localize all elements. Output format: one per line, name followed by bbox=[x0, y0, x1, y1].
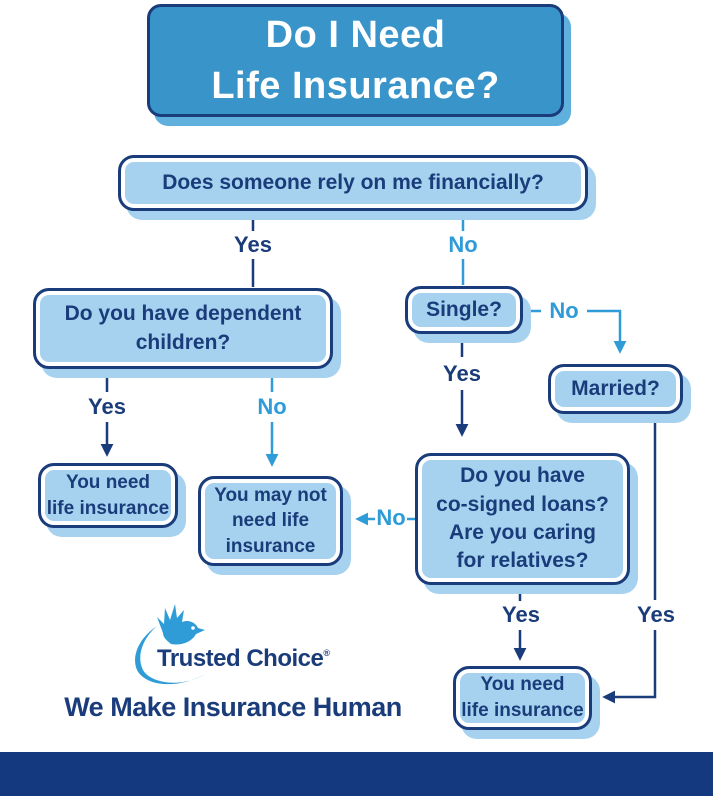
node-single-text: Single? bbox=[426, 298, 502, 321]
node-need-bottom-line2: life insurance bbox=[461, 700, 584, 721]
node-need-left-line1: You need bbox=[65, 471, 151, 493]
node-cosigned-line3: Are you caring bbox=[448, 521, 597, 544]
node-maynot-line3: insurance bbox=[225, 535, 316, 557]
node-cosigned-line1: Do you have bbox=[460, 464, 585, 488]
node-need-bottom: You need life insurance bbox=[453, 666, 592, 730]
title-line-2: Life Insurance? bbox=[211, 64, 500, 107]
node-maynot-line1: You may not bbox=[214, 484, 327, 506]
registered-trademark: ® bbox=[323, 648, 330, 658]
edge-label-cosigned-no: No bbox=[376, 505, 406, 530]
edge-label-children-no: No bbox=[257, 394, 287, 419]
node-rely-text: Does someone rely on me financially? bbox=[162, 171, 544, 194]
node-married-question: Married? bbox=[548, 364, 683, 414]
node-married-text: Married? bbox=[571, 377, 660, 400]
connector-single-no-arrow bbox=[587, 309, 627, 354]
node-rely-question: Does someone rely on me financially? bbox=[118, 155, 588, 211]
edge-label-cosigned-yes: Yes bbox=[502, 602, 540, 627]
node-children-question: Do you have dependent children? bbox=[33, 288, 333, 369]
node-cosigned-line4: for relatives? bbox=[456, 549, 589, 573]
edge-label-rely-no: No bbox=[448, 232, 478, 257]
node-need-left-line2: life insurance bbox=[46, 497, 170, 519]
node-need-bottom-line1: You need bbox=[480, 674, 565, 696]
brand-name: Trusted Choice bbox=[157, 645, 324, 672]
node-single-question: Single? bbox=[405, 286, 523, 334]
trusted-choice-wordmark: Trusted Choice® bbox=[157, 645, 330, 673]
connector-married-yes-arrow bbox=[602, 630, 657, 704]
node-cosigned-question: Do you have co-signed loans? Are you car… bbox=[415, 453, 630, 585]
title-box: Do I Need Life Insurance? bbox=[147, 4, 564, 117]
node-need-left: You need life insurance bbox=[38, 463, 178, 528]
edge-label-children-yes: Yes bbox=[88, 394, 126, 419]
node-children-line1: Do you have dependent bbox=[64, 302, 302, 326]
node-children-line2: children? bbox=[135, 330, 231, 354]
node-cosigned-line2: co-signed loans? bbox=[436, 492, 609, 516]
node-maynot: You may not need life insurance bbox=[198, 476, 343, 566]
edge-label-single-yes: Yes bbox=[443, 361, 481, 386]
edge-label-rely-yes: Yes bbox=[234, 232, 272, 257]
footer-bar bbox=[0, 752, 713, 796]
title-line-1: Do I Need bbox=[265, 14, 446, 57]
trusted-choice-eagle-icon bbox=[135, 604, 205, 685]
edge-label-single-no: No bbox=[549, 298, 579, 323]
brand-tagline: We Make Insurance Human bbox=[64, 692, 402, 722]
edge-label-married-yes: Yes bbox=[637, 602, 675, 627]
node-maynot-line2: need life bbox=[231, 510, 310, 532]
